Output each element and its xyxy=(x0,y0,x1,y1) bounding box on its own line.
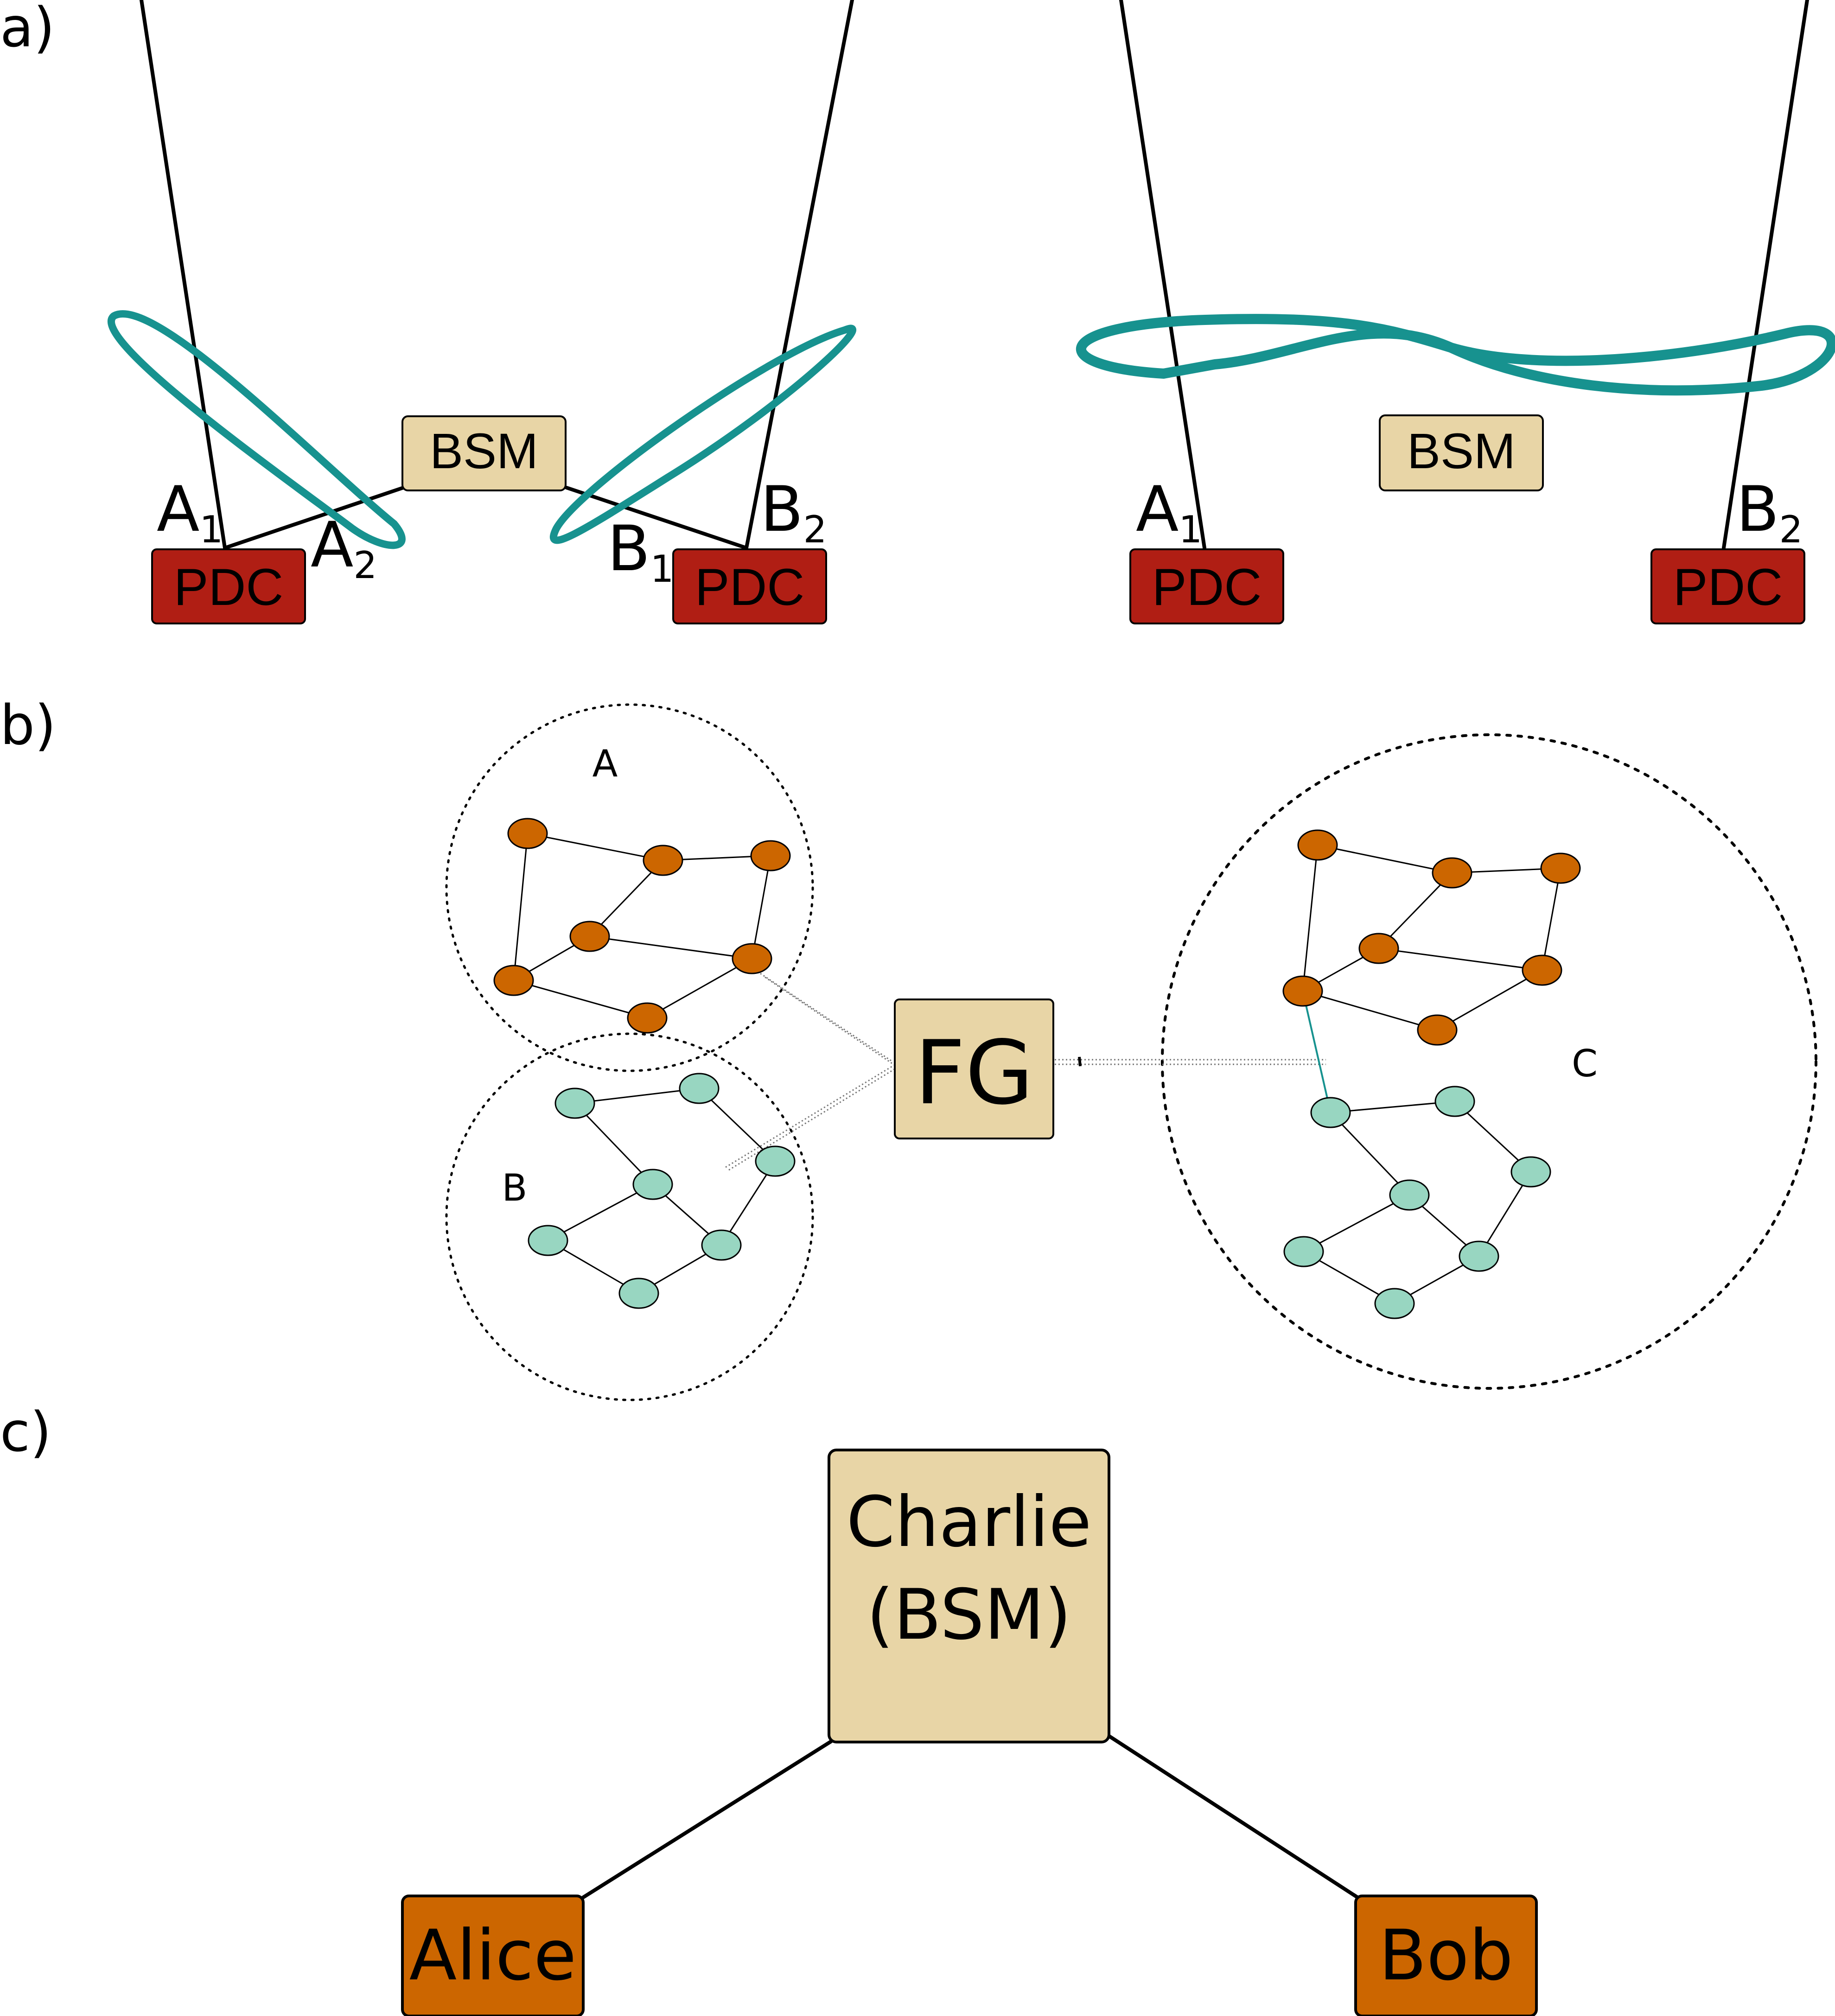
node xyxy=(1459,1240,1499,1272)
label-a1-left: A1 xyxy=(157,473,223,551)
node xyxy=(1310,1097,1351,1128)
link-bob-charlie xyxy=(1107,1734,1359,1899)
node xyxy=(1297,829,1338,861)
fiber-a1-right xyxy=(1119,0,1206,550)
bob-label: Bob xyxy=(1379,1915,1513,1996)
node xyxy=(1358,933,1399,964)
node xyxy=(1434,1086,1475,1117)
panel-a-left: BSM PDC PDC A1 A2 B1 B2 xyxy=(108,0,856,624)
panel-c: Charlie (BSM) Alice Bob xyxy=(401,1449,1538,2016)
cluster-label-a: A xyxy=(593,742,618,785)
node xyxy=(627,1002,668,1034)
fiber-b2-left xyxy=(745,0,854,550)
node xyxy=(528,1225,568,1256)
alice-label: Alice xyxy=(409,1915,577,1996)
label-b2-left: B2 xyxy=(760,473,827,551)
pdc-box-right-2 xyxy=(1650,548,1805,624)
bsm-label-right: BSM xyxy=(1407,423,1516,479)
pdc-box-left-1 xyxy=(151,548,306,624)
entanglement-loop-long xyxy=(1076,314,1835,396)
label-a1-right: A1 xyxy=(1136,473,1202,551)
alice-box xyxy=(401,1895,585,2016)
node xyxy=(755,1145,796,1177)
bsm-box-left xyxy=(401,415,567,491)
fg-box xyxy=(894,998,1054,1139)
node xyxy=(750,840,791,871)
label-a2-left: A2 xyxy=(311,509,377,587)
node xyxy=(1432,857,1472,889)
fiber-a1-left xyxy=(140,0,227,550)
node xyxy=(632,1169,673,1200)
charlie-box xyxy=(828,1449,1110,1743)
pdc-label-left-1: PDC xyxy=(174,558,283,616)
node xyxy=(507,818,548,849)
node xyxy=(643,845,683,876)
graph-a xyxy=(493,818,791,1034)
panel-b: A B C FG xyxy=(445,703,1817,1401)
node xyxy=(554,1087,595,1119)
link-a2-bsm xyxy=(223,486,405,550)
panel-label-b: b) xyxy=(0,693,56,757)
node xyxy=(1522,954,1562,986)
node xyxy=(1510,1156,1551,1188)
node xyxy=(1283,1236,1324,1267)
panel-label-a: a) xyxy=(0,0,55,59)
label-b1-left: B1 xyxy=(607,512,674,591)
node xyxy=(679,1073,720,1104)
panel-label-c: c) xyxy=(0,1400,51,1464)
pdc-box-left-2 xyxy=(672,548,827,624)
node xyxy=(701,1229,742,1261)
node xyxy=(1540,852,1581,884)
bsm-label-left: BSM xyxy=(430,423,538,479)
label-b2-right: B2 xyxy=(1736,473,1803,551)
link-bsm-b1 xyxy=(565,486,748,550)
panel-a-right: BSM PDC PDC A1 B2 xyxy=(1076,0,1835,624)
charlie-role: (BSM) xyxy=(867,1575,1071,1655)
pdc-label-right-2: PDC xyxy=(1673,558,1783,616)
fg-label: FG xyxy=(915,1022,1034,1124)
bob-box xyxy=(1354,1895,1538,2016)
fiber-b2-right xyxy=(1722,0,1809,550)
link-alice-charlie xyxy=(581,1740,833,1899)
cluster-circle-a xyxy=(445,703,814,1072)
node xyxy=(1374,1288,1415,1319)
node xyxy=(1282,975,1323,1007)
cluster-circle-b xyxy=(445,1032,814,1401)
node xyxy=(1389,1179,1430,1211)
node xyxy=(732,943,772,974)
cluster-label-c: C xyxy=(1572,1042,1598,1085)
pdc-box-right-1 xyxy=(1129,548,1284,624)
charlie-name: Charlie xyxy=(846,1482,1091,1563)
node xyxy=(569,921,610,952)
pdc-label-left-2: PDC xyxy=(695,558,804,616)
graph-b xyxy=(528,1073,796,1309)
entanglement-loop-b xyxy=(549,324,856,544)
fg-connections xyxy=(725,973,1326,1171)
graph-c xyxy=(1282,829,1581,1319)
cluster-label-b: B xyxy=(502,1166,528,1209)
node xyxy=(1417,1014,1458,1046)
entanglement-loop-a xyxy=(108,310,406,549)
cluster-circle-c xyxy=(1161,733,1817,1390)
node xyxy=(618,1278,659,1309)
pdc-label-right-1: PDC xyxy=(1152,558,1262,616)
node xyxy=(493,965,534,996)
bsm-box-right xyxy=(1379,414,1544,491)
